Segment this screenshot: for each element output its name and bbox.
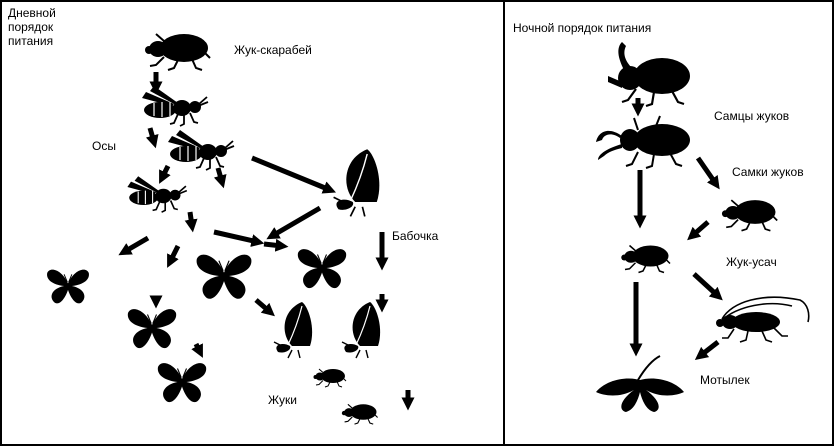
wasps-label: Осы [92, 139, 116, 153]
male-beetles-label: Самцы жуков [714, 109, 789, 123]
female-beetles-label: Самки жуков [732, 165, 804, 179]
left-title-line-3: питания [8, 34, 53, 48]
scarab-label: Жук-скарабей [234, 43, 312, 57]
left-panel-title: Дневной порядок питания [8, 6, 59, 48]
moth-label: Мотылек [700, 373, 750, 387]
arrow-to-butterfly-4 [264, 244, 282, 246]
longhorn-label: Жук-усач [726, 255, 777, 269]
right-panel-title: Ночной порядок питания [513, 21, 651, 35]
butterfly-label: Бабочка [392, 229, 439, 243]
left-title-line-2: порядок [8, 20, 54, 34]
left-title-line-1: Дневной [8, 6, 56, 20]
arrow-wasp-down-2 [190, 212, 192, 226]
beetles-label: Жуки [268, 393, 297, 407]
